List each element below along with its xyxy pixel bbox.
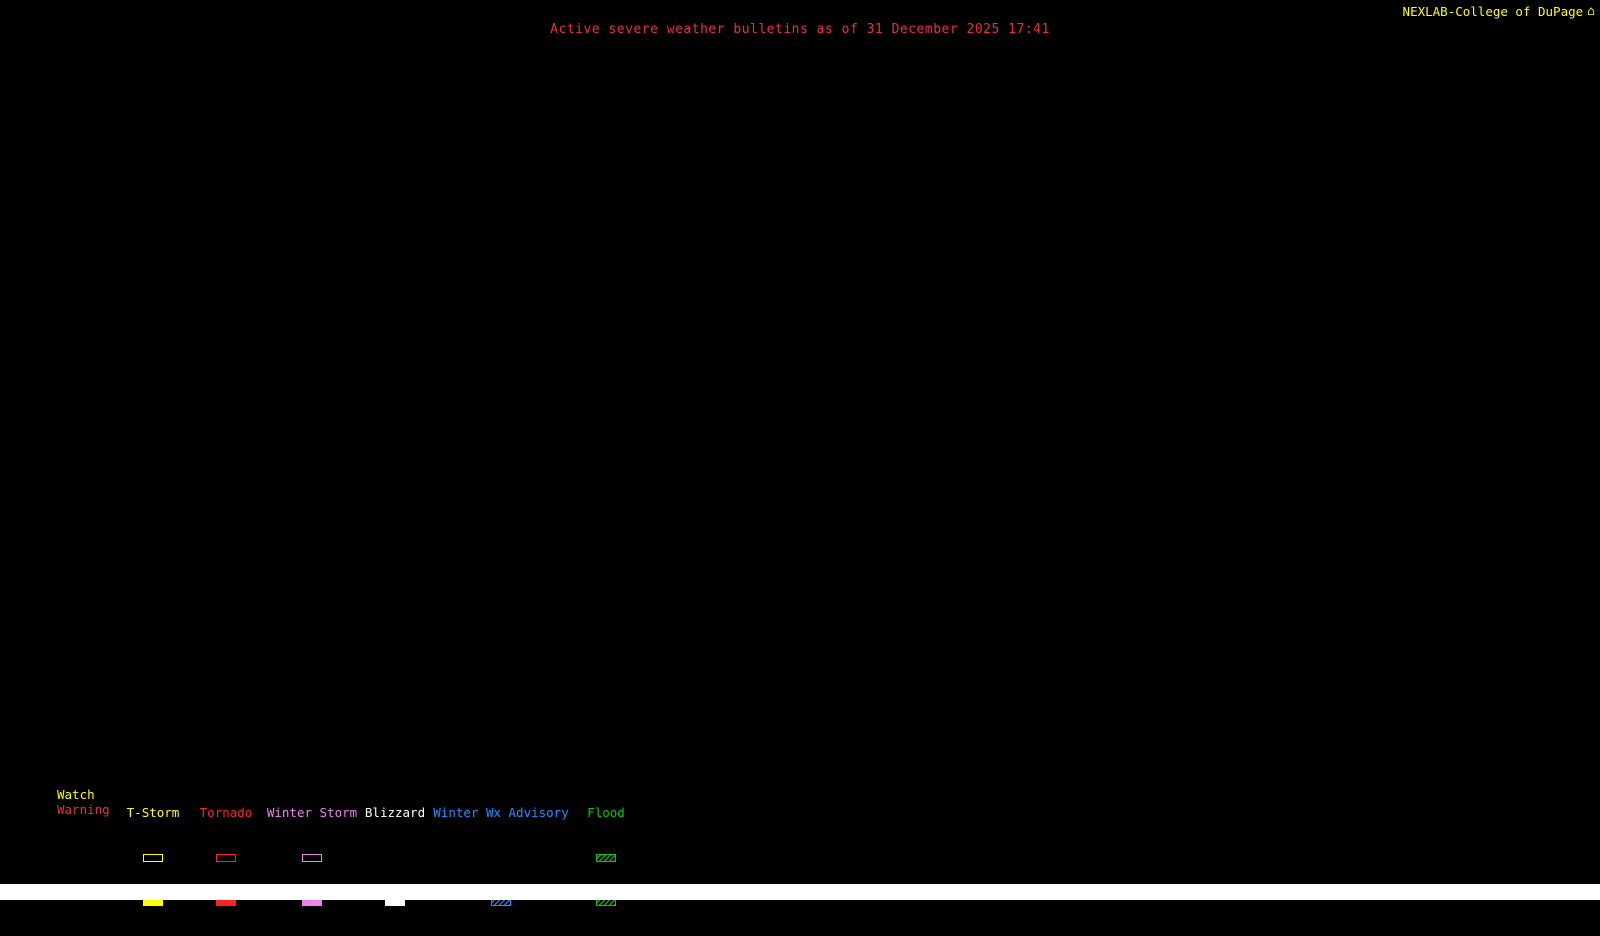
legend-header-winter-wx-advisory: Winter Wx Advisory <box>433 805 569 820</box>
legend-header-flood: Flood <box>587 805 625 820</box>
legend-column-winter-storm: Winter Storm <box>260 776 364 936</box>
weather-map-canvas <box>0 0 1600 884</box>
legend-column-tornado: Tornado <box>186 776 266 936</box>
bulletin-title: Active severe weather bulletins as of 31… <box>550 22 1050 37</box>
legend-header-tornado: Tornado <box>199 805 253 820</box>
legend-row-label-warning: Warning <box>57 802 110 817</box>
legend-header-tstorm: T-Storm <box>126 805 180 820</box>
legend-column-tstorm: T-Storm <box>113 776 193 936</box>
legend-header-blizzard: Blizzard <box>364 805 426 820</box>
winter-storm-watch-swatch <box>302 854 322 862</box>
legend-column-winter-wx-advisory: Winter Wx Advisory <box>432 776 570 936</box>
legend-header-winter-storm: Winter Storm <box>266 805 358 820</box>
corner-icon: ⌂ <box>1587 4 1595 19</box>
legend: Watch Warning T-Storm Tornado Winter Sto… <box>0 776 700 906</box>
flood-watch-swatch <box>596 854 616 862</box>
brand-text: NEXLAB-College of DuPage <box>1402 4 1584 19</box>
tstorm-watch-swatch <box>143 854 163 862</box>
brand: NEXLAB-College of DuPage ⌂ <box>1403 4 1595 19</box>
legend-column-flood: Flood <box>576 776 636 936</box>
legend-row-label-watch: Watch <box>57 787 95 802</box>
footer-bar <box>0 884 1600 900</box>
tornado-watch-swatch <box>216 854 236 862</box>
legend-column-blizzard: Blizzard <box>358 776 432 936</box>
